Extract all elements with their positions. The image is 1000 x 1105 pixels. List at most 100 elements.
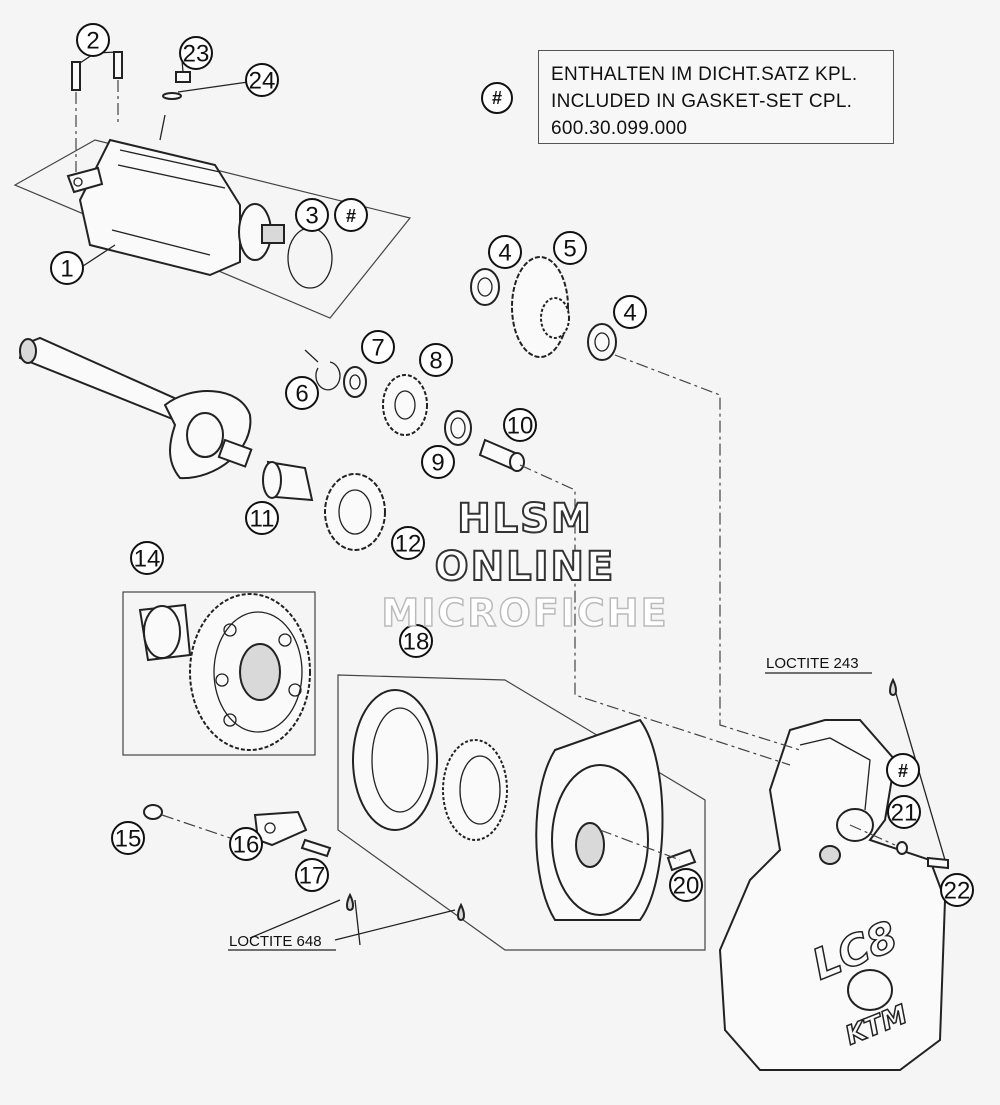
callout-label: 12 [395,531,422,558]
gasket-note-line-en: INCLUDED IN GASKET-SET CPL. [551,91,853,112]
ball-bearing-right [587,323,617,361]
callout-label: 22 [944,878,971,905]
crankshaft-journal [186,412,224,458]
callout-circle [50,251,84,285]
callout-21: 21 [887,795,921,829]
gasket-set-marker: # [334,198,368,232]
callout-label: 4 [623,300,636,327]
callout-circle [285,376,319,410]
callout-3: 3 [295,198,329,232]
callout-circle [179,36,213,70]
callout-14: 14 [130,541,164,575]
seal-ring [896,841,908,855]
callout-label: 18 [403,629,430,656]
callout-23: 23 [179,36,213,70]
callout-circle [76,23,110,57]
starter-motor-group [13,51,412,319]
callout-label: 4 [498,240,511,267]
callout-label: 17 [299,863,326,890]
callout-circle [940,873,974,907]
callout-circle [419,343,453,377]
loctite-648-label: LOCTITE 648 [229,933,322,950]
gasket-note-line-de: ENTHALTEN IM DICHT.SATZ KPL. [551,64,858,85]
callout-circle [488,235,522,269]
callout-circle [669,868,703,902]
rotor-bolt [666,848,697,872]
starter-motor-ribs [111,149,226,256]
callout-circle [245,501,279,535]
callout-9: 9 [421,445,455,479]
callout-circle [553,231,587,265]
loctite-drop-648-b [457,902,465,922]
callout-circle [399,624,433,658]
callout-label: 20 [673,873,700,900]
callout-circle [391,526,425,560]
callout-label: 23 [183,41,210,68]
callout-label: 11 [250,506,275,533]
gasket-set-note: ENTHALTEN IM DICHT.SATZ KPL. INCLUDED IN… [538,50,894,144]
loctite-243-label: LOCTITE 243 [766,655,859,672]
starter-motor-frame [13,139,412,319]
lever-screw [300,838,332,858]
crankshaft-group [18,336,253,480]
callout-label: 16 [233,832,260,859]
ball-bearing-left [470,268,500,306]
callout-circle [130,541,164,575]
callout-circle [503,408,537,442]
crankshaft-pin [217,438,253,468]
callout-2: 2 [76,23,110,57]
idler-gear-group [470,256,617,361]
callout-24: 24 [245,63,279,97]
callout-label: 3 [305,203,318,230]
callout-circle [361,330,395,364]
callout-label: 5 [563,236,576,263]
needle-bearing [444,410,472,446]
starter-terminal [159,114,166,141]
callout-20: 20 [669,868,703,902]
cover-plug [847,969,893,1011]
callout-18: 18 [399,624,433,658]
callout-label: # [346,206,356,226]
screw-left [71,61,81,91]
gasket-set-hash-marker: # [481,82,513,114]
circlip [315,361,341,391]
callout-16: 16 [229,827,263,861]
callout-4: 4 [613,295,647,329]
callout-label: 6 [295,381,308,408]
callout-label: # [898,761,908,781]
callout-label: 7 [371,335,384,362]
cover-screw [927,856,949,870]
loctite-drop-648-a [346,892,354,912]
callout-label: 1 [60,256,73,283]
callout-4: 4 [488,235,522,269]
callout-11: 11 [245,501,279,535]
callout-label: 9 [431,450,444,477]
callout-circle [245,63,279,97]
callout-circle [887,795,921,829]
callout-label: 24 [249,68,276,95]
gasket-set-part-number: 600.30.099.000 [551,118,688,139]
callout-label: 8 [429,348,442,375]
callout-10: 10 [503,408,537,442]
thrust-washer [343,366,367,398]
starter-motor-pinion-shaft [261,224,285,244]
callout-label: 2 [86,28,99,55]
callout-22: 22 [940,873,974,907]
callout-1: 1 [50,251,84,285]
crankshaft-shaft [18,336,192,422]
callout-circle [111,821,145,855]
shim [143,804,163,820]
callout-circle [295,198,329,232]
cover-boss [836,808,874,842]
ignition-cover-group: LC8 KTM [718,719,949,1071]
freewheel-frame [122,591,316,756]
freewheel-sprag [442,739,508,841]
callout-label: 14 [134,546,161,573]
actuator-lever [253,810,308,847]
callout-circle [613,295,647,329]
starter-motor-body [78,138,241,277]
gear-train-group [262,361,525,551]
callout-5: 5 [553,231,587,265]
